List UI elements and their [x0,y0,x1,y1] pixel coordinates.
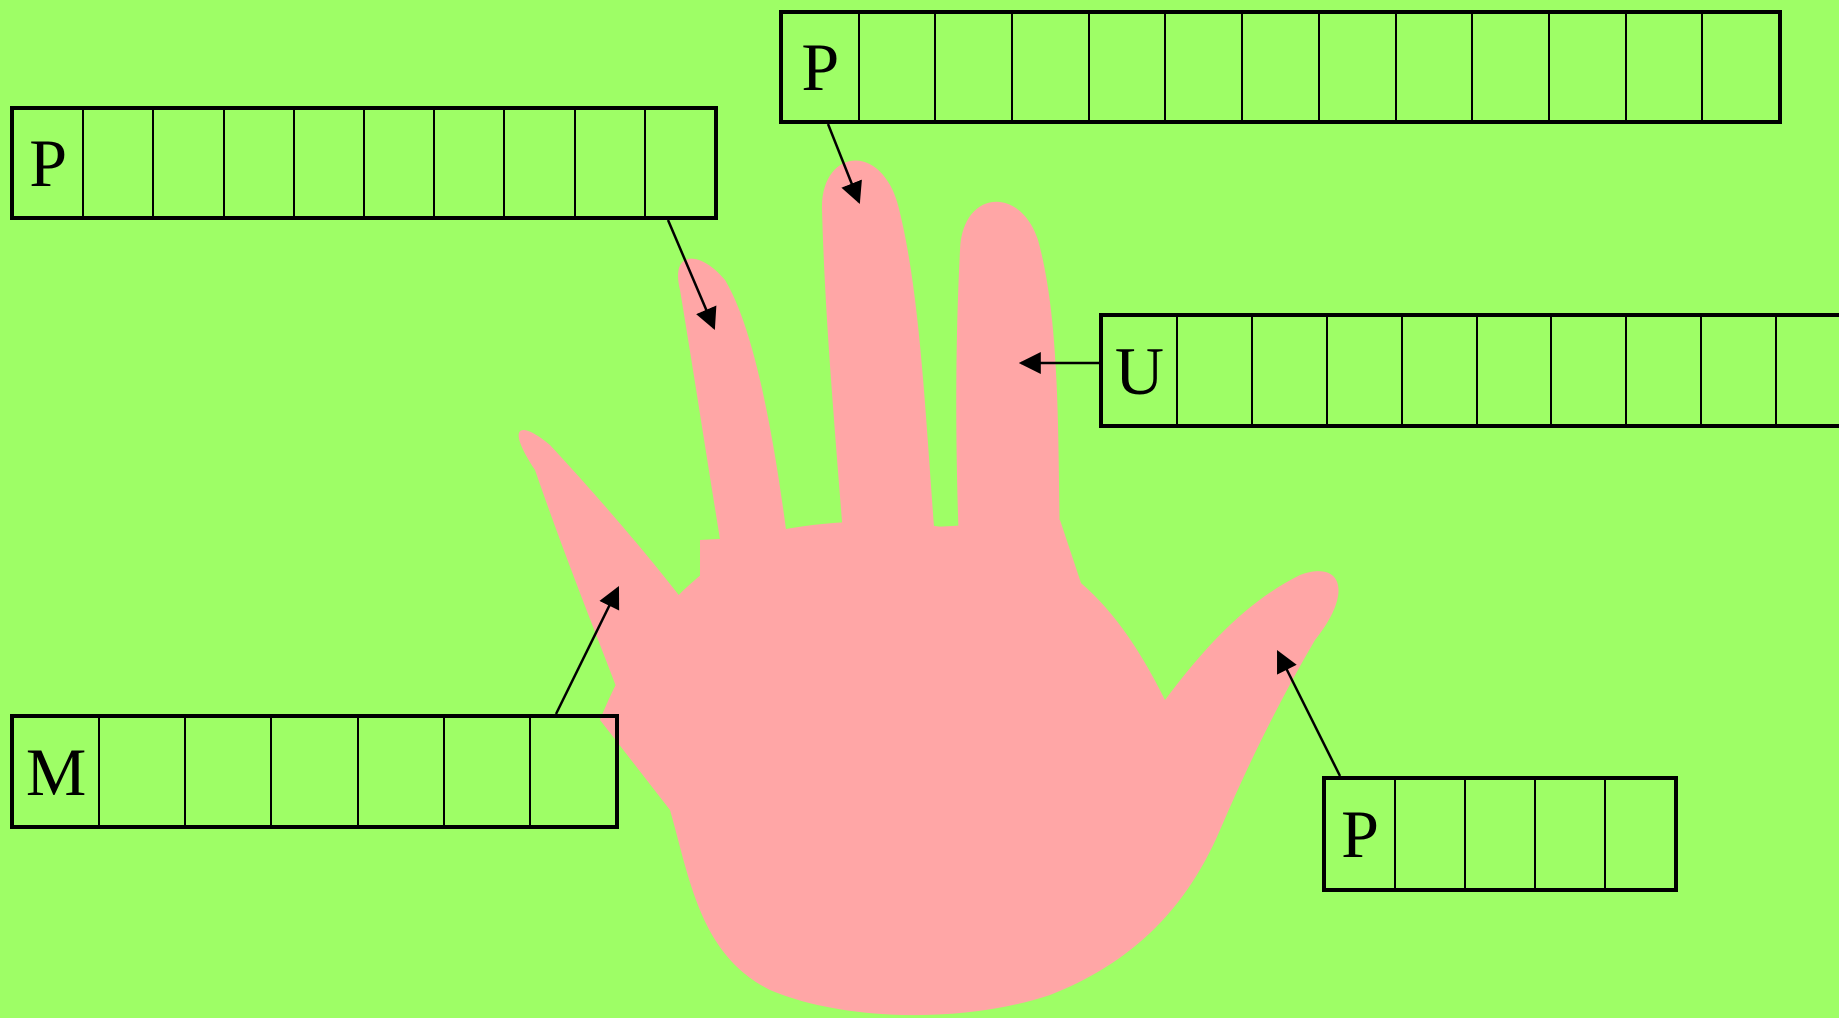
letter-cell[interactable]: P [1326,780,1394,888]
letter-cell[interactable] [1775,317,1839,424]
letter-cell[interactable] [82,110,152,216]
letter-cell[interactable] [184,718,270,825]
letter-cell[interactable] [1550,317,1625,424]
letter-cell[interactable] [98,718,184,825]
hand-shape [519,160,1339,1015]
letter-cell[interactable] [1251,317,1326,424]
ring-finger-label: U [1099,313,1839,428]
letter-cell[interactable] [1464,780,1534,888]
letter-cell[interactable] [1401,317,1476,424]
letter-cell[interactable] [1701,14,1778,120]
letter-cell[interactable] [443,718,529,825]
letter-cell[interactable] [1088,14,1165,120]
letter-cell[interactable] [270,718,356,825]
letter-cell[interactable] [934,14,1011,120]
letter-cell[interactable] [433,110,503,216]
letter-cell[interactable] [529,718,615,825]
letter-cell[interactable] [1476,317,1551,424]
letter-cell[interactable] [858,14,935,120]
middle-finger-label: P [779,10,1782,124]
little-finger-label: P [1322,776,1678,892]
letter-cell[interactable] [1471,14,1548,120]
letter-cell[interactable] [357,718,443,825]
letter-cell[interactable] [152,110,222,216]
letter-cell[interactable] [363,110,433,216]
letter-cell[interactable] [293,110,363,216]
letter-cell[interactable] [1164,14,1241,120]
letter-cell[interactable] [1318,14,1395,120]
letter-cell[interactable] [1176,317,1251,424]
letter-cell[interactable] [1625,317,1700,424]
letter-cell[interactable] [1395,14,1472,120]
letter-cell[interactable]: P [783,14,858,120]
letter-cell[interactable]: P [14,110,82,216]
letter-cell[interactable] [1241,14,1318,120]
letter-cell[interactable] [1011,14,1088,120]
index-finger-label: P [10,106,718,220]
thumb-label: M [10,714,619,829]
letter-cell[interactable] [1604,780,1674,888]
letter-cell[interactable] [574,110,644,216]
letter-cell[interactable]: U [1103,317,1176,424]
letter-cell[interactable] [1534,780,1604,888]
letter-cell[interactable] [1548,14,1625,120]
letter-cell[interactable] [1700,317,1775,424]
letter-cell[interactable] [503,110,573,216]
letter-cell[interactable] [223,110,293,216]
letter-cell[interactable] [1326,317,1401,424]
letter-cell[interactable] [644,110,714,216]
letter-cell[interactable]: M [14,718,98,825]
letter-cell[interactable] [1394,780,1464,888]
letter-cell[interactable] [1625,14,1702,120]
